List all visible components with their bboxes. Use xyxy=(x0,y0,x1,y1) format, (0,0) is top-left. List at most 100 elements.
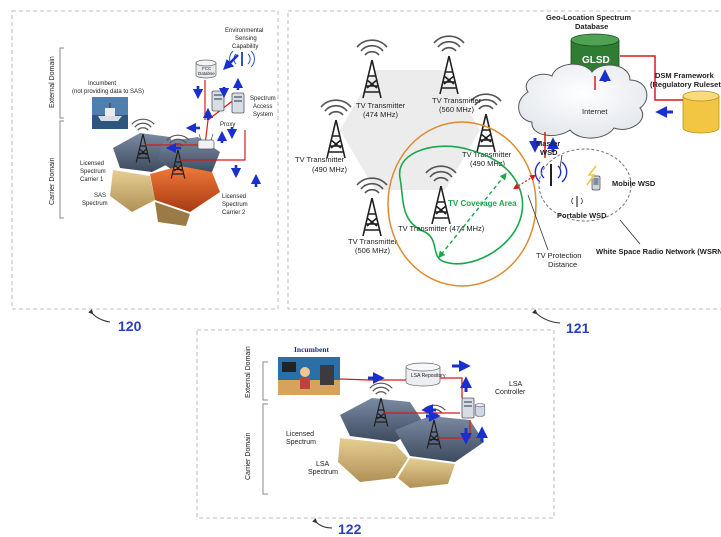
dsm-label-1: DSM Framework xyxy=(655,71,715,80)
proxy-server-icon xyxy=(211,90,225,112)
licensed-carrier-2-cell xyxy=(150,166,220,212)
mobile-wsd-label: Mobile WSD xyxy=(612,179,656,188)
lsc2-label-3: Carrier 2 xyxy=(222,210,246,216)
esc-label-3: Capability xyxy=(232,44,258,50)
panel-122: External Domain Carrier Domain Incumbent… xyxy=(196,329,555,519)
coverage-radius xyxy=(438,172,507,259)
tx-506-freq: (506 MHz) xyxy=(355,246,391,255)
fcc-database-icon xyxy=(195,59,217,79)
protection-label-2: Distance xyxy=(548,260,577,269)
lsc2-label-1: Licensed xyxy=(222,194,246,200)
coverage-label: TV Coverage Area xyxy=(448,199,517,208)
ref-122: 122 xyxy=(338,521,362,537)
tx-474-freq: (474 MHz) xyxy=(363,110,399,119)
panel-121: TV Transmitter (474 MHz) TV Transmitter … xyxy=(287,10,721,310)
link-glsd-dsm xyxy=(620,55,683,101)
external-domain-label: External Domain xyxy=(245,346,252,398)
lsa-spectrum-cell xyxy=(338,438,408,482)
link-incumbent-repo xyxy=(339,378,406,381)
ref-121: 121 xyxy=(566,320,590,336)
lsa-controller-label-2: Controller xyxy=(495,389,526,396)
wsrn-leader xyxy=(619,219,641,245)
licensed-spectrum-label-1: Licensed xyxy=(286,431,314,438)
fcc-label: FCC xyxy=(202,66,212,71)
tx-560-label: TV Transmitter xyxy=(432,96,482,105)
lsc2-label-2: Spectrum xyxy=(222,202,248,208)
carrier-domain-label: Carrier Domain xyxy=(49,157,56,205)
lsc1-label-2: Spectrum xyxy=(80,169,106,175)
lsa-spectrum-label-1: LSA xyxy=(316,461,330,468)
ref-121-leader xyxy=(532,309,561,324)
esc-label-2: Sensing xyxy=(235,36,257,42)
panel-122-frame xyxy=(196,329,555,519)
ref-120: 120 xyxy=(118,318,142,334)
protection-label-1: TV Protection xyxy=(536,251,581,260)
portable-wsd-label: Portable WSD xyxy=(557,211,607,220)
licensed-spectrum-label-2: Spectrum xyxy=(286,439,316,446)
internet-label: Internet xyxy=(582,107,608,116)
lightning-icon xyxy=(586,165,597,186)
sas-spectrum-cell xyxy=(110,170,155,212)
tx-506-label: TV Transmitter xyxy=(348,237,398,246)
master-wsd-antenna-icon xyxy=(534,161,568,186)
sas-label-3: System xyxy=(253,112,273,118)
protection-leader xyxy=(527,194,549,251)
lsc1-label-3: Carrier 1 xyxy=(80,177,104,183)
sas-server-icon xyxy=(231,92,245,114)
carrier-domain-bracket xyxy=(59,120,64,219)
incumbent-label: Incumbent xyxy=(88,81,116,87)
ship-photo xyxy=(92,97,128,129)
lsc1-label-1: Licensed xyxy=(80,161,104,167)
licensed-spectrum-cell-2 xyxy=(395,416,484,462)
lsa-repository-icon xyxy=(405,362,441,387)
portable-wsd-icon xyxy=(571,196,583,207)
lsa-controller-server-icon xyxy=(461,397,475,419)
wsrn-label: White Space Radio Network (WSRN xyxy=(596,247,721,256)
master-label-2: WSD xyxy=(540,148,558,157)
signal-arrows xyxy=(165,54,262,187)
mobile-wsd-icon xyxy=(591,175,601,191)
link-repo-controller xyxy=(440,377,463,398)
incumbent-label: Incumbent xyxy=(294,345,330,354)
tx-490b-freq: (490 MHz) xyxy=(470,159,506,168)
cbsd-router-icon xyxy=(197,133,215,150)
link-carrier2 xyxy=(180,130,246,161)
glsd-title-1: Geo-Location Spectrum xyxy=(546,13,631,22)
panel-121-frame xyxy=(287,10,721,310)
tx-center-label: TV Transmitter (474 MHz) xyxy=(398,224,485,233)
esc-label-1: Environmental xyxy=(225,28,263,34)
signal-arrows-121 xyxy=(529,69,673,153)
tx-490b-label: TV Transmitter xyxy=(462,150,512,159)
sas-label-1: Spectrum xyxy=(250,96,276,102)
internet-cloud xyxy=(518,63,648,139)
lsa-spectrum-label-2: Spectrum xyxy=(308,469,338,476)
master-leader xyxy=(559,154,563,169)
dsm-label-2: (Regulatory Ruleset) xyxy=(650,80,721,89)
incumbent-note: (not providing data to SAS) xyxy=(72,89,144,95)
glsd-label: GLSD xyxy=(582,55,610,66)
tv-protection-circle xyxy=(387,121,537,287)
glsd-title-2: Database xyxy=(575,22,608,31)
sas-label-2: Access xyxy=(253,104,272,110)
tx-560-freq: (560 MHz) xyxy=(439,105,475,114)
lsa-controller-label-1: LSA xyxy=(509,381,523,388)
tx-490a-label: TV Transmitter xyxy=(295,155,345,164)
lsa-spectrum-cell-2 xyxy=(398,458,455,488)
tx-490a-freq: (490 MHz) xyxy=(312,165,348,174)
lsa-repository-label: LSA Repository xyxy=(411,373,446,379)
incumbent-photo xyxy=(278,357,340,395)
lsa-controller-db-icon xyxy=(474,403,486,417)
protection-distance-arrow xyxy=(512,174,537,190)
tx-474-label: TV Transmitter xyxy=(356,101,406,110)
sas-spectrum-label-2: Spectrum xyxy=(82,201,108,207)
proxy-label: Proxy xyxy=(220,122,235,128)
tv-region-hex xyxy=(340,70,480,190)
dsm-database-icon xyxy=(682,90,720,134)
signal-arrows-122 xyxy=(368,360,488,445)
carrier-domain-label: Carrier Domain xyxy=(245,432,252,480)
external-domain-label: External Domain xyxy=(49,56,56,108)
wsrn-boundary xyxy=(538,148,632,222)
panel-120: External Domain Carrier Domain Incumbent… xyxy=(11,10,279,310)
external-domain-bracket xyxy=(59,47,64,119)
